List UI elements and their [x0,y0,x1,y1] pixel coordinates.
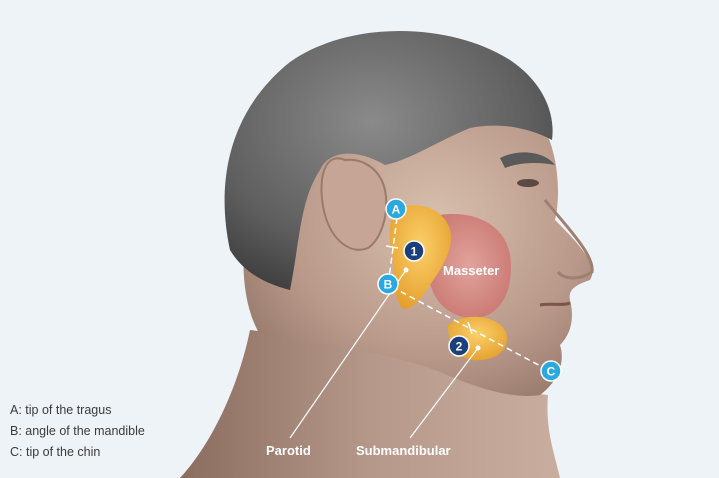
mouth [540,303,570,305]
legend-item-b: B: angle of the mandible [10,421,145,442]
marker-gland-1: 1 [404,241,424,261]
eye [517,179,539,187]
marker-c: C [541,361,561,381]
submandibular-label: Submandibular [356,443,451,458]
marker-gland-2: 2 [449,336,469,356]
parotid-label: Parotid [266,443,311,458]
marker-a: A [386,199,406,219]
svg-text:1: 1 [411,245,418,259]
landmark-legend: A: tip of the tragus B: angle of the man… [10,400,145,463]
legend-item-c: C: tip of the chin [10,442,145,463]
legend-item-a: A: tip of the tragus [10,400,145,421]
svg-text:2: 2 [456,340,463,354]
svg-text:C: C [547,365,556,379]
svg-text:A: A [392,203,401,217]
masseter-label: Masseter [443,263,499,278]
marker-b: B [378,274,398,294]
svg-text:B: B [384,278,393,292]
